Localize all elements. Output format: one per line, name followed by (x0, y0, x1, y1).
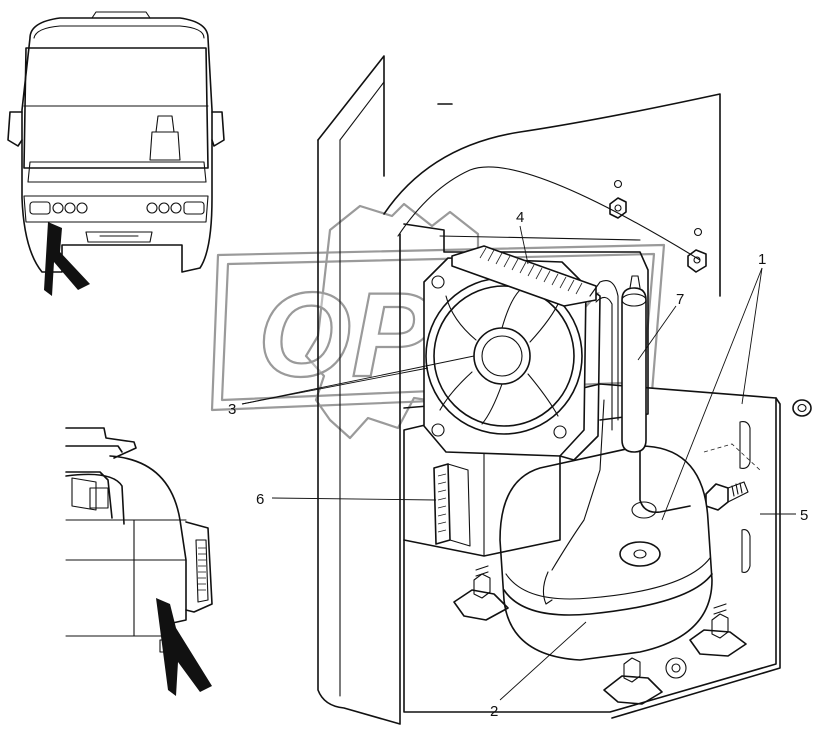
callout-5: 5 (800, 507, 808, 524)
location-arrow-icon (156, 598, 212, 696)
location-arrow-icon (44, 222, 90, 296)
condenser-heatsink (451, 245, 597, 307)
callout-1: 1 (758, 251, 766, 268)
compressor-foot-right (689, 603, 747, 657)
filter-drier (621, 275, 647, 453)
nut-upper (609, 197, 627, 219)
callout-4: 4 (516, 209, 524, 226)
callouts: 1 2 3 4 5 6 7 (228, 209, 808, 720)
callout-6: 6 (256, 491, 264, 508)
compressor-foot-front (603, 657, 687, 705)
callout-2: 2 (490, 703, 498, 720)
washer (792, 399, 812, 417)
leader-lines (241, 225, 796, 701)
callout-7: 7 (676, 291, 684, 308)
compressor-foot-left (453, 565, 509, 621)
bus-front-view-inset (7, 11, 225, 296)
compressor (499, 439, 713, 661)
cab-side-view-inset (65, 427, 213, 696)
connector-plug (433, 463, 471, 547)
nut-lower (687, 249, 707, 273)
callout-3: 3 (228, 401, 236, 418)
